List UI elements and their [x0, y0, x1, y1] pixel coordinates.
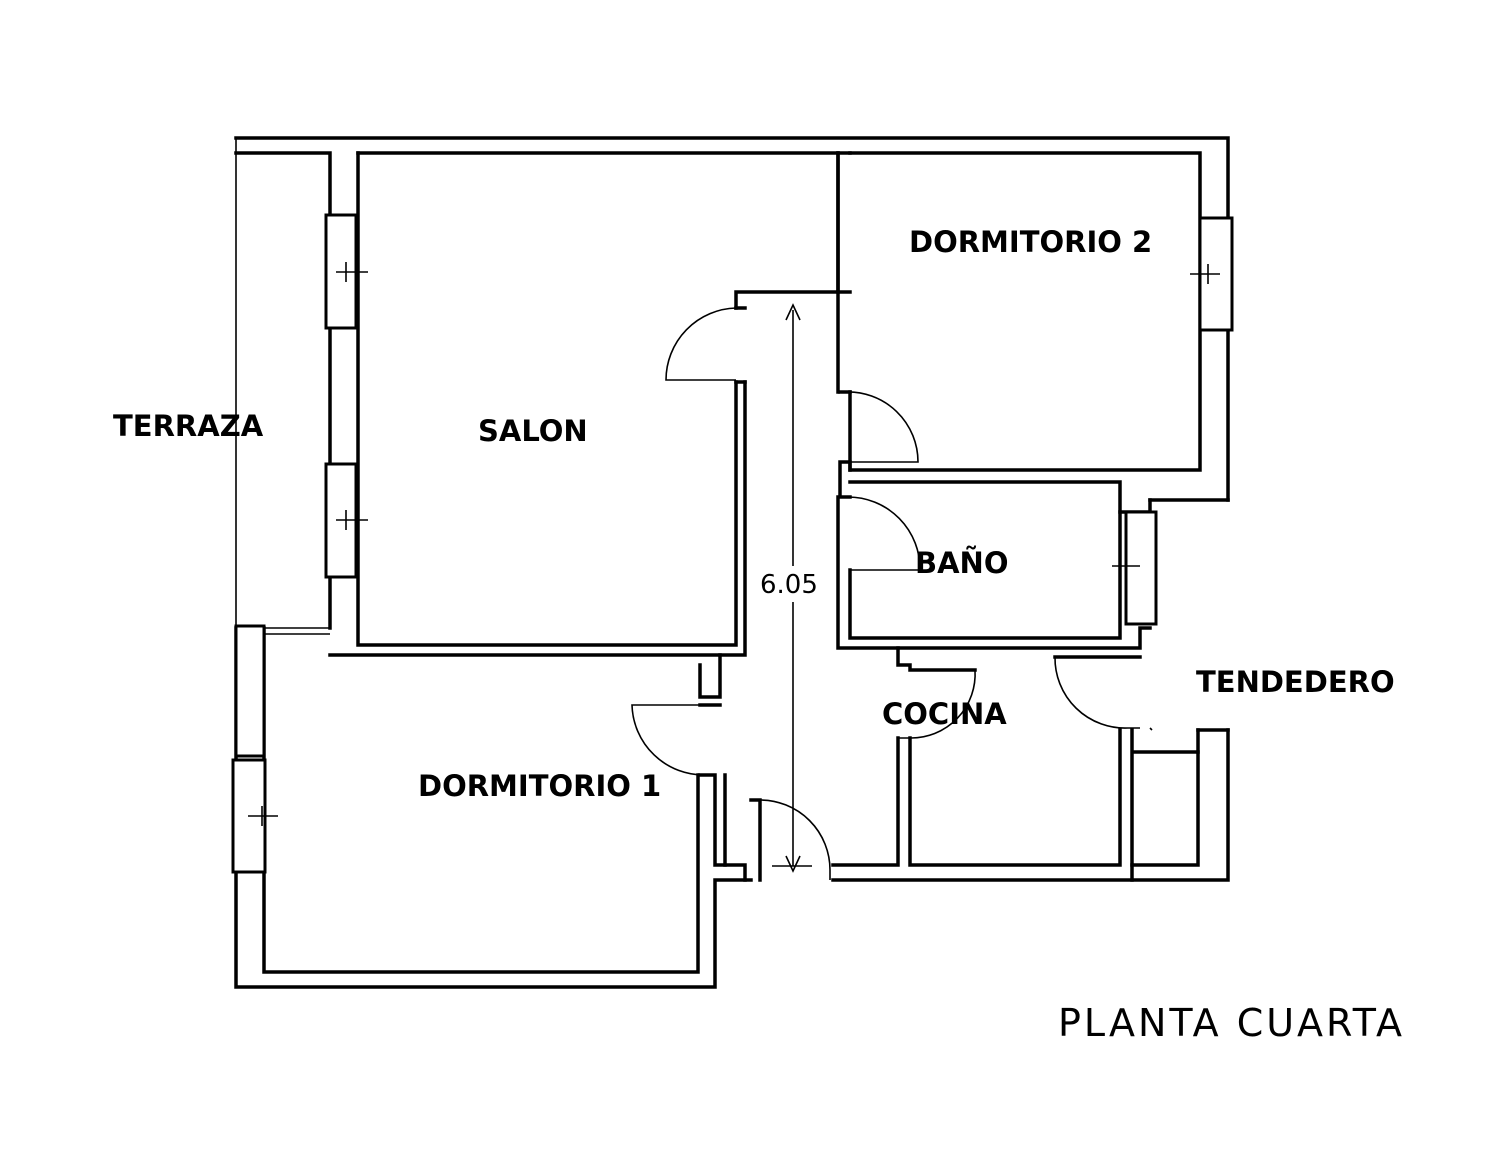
label-dormitorio-2: DORMITORIO 2	[909, 225, 1152, 259]
bano-walls	[836, 480, 1230, 650]
plan-title: PLANTA CUARTA	[1058, 1001, 1405, 1045]
label-dormitorio-1: DORMITORIO 1	[418, 769, 661, 803]
window-salon-bottom	[324, 462, 368, 579]
door-dormitorio-1	[631, 703, 722, 776]
label-salon: SALON	[478, 414, 588, 448]
door-bano	[847, 496, 921, 571]
label-cocina: COCINA	[882, 697, 1007, 731]
door-dormitorio-2	[844, 391, 919, 463]
window-dormitorio-1	[231, 758, 278, 874]
door-cocina	[898, 669, 976, 739]
window-salon-top	[324, 213, 368, 330]
door-entrance	[759, 799, 831, 880]
door-salon	[665, 306, 747, 381]
cocina-walls	[831, 646, 1230, 882]
door-tendedero	[1054, 656, 1153, 731]
terrace-glazing	[234, 624, 330, 758]
window-bano	[1112, 510, 1158, 626]
outer-walls	[234, 136, 1230, 989]
dimension-line	[756, 303, 828, 873]
corridor-walls	[698, 653, 762, 882]
label-bano: BAÑO	[915, 546, 1008, 580]
label-terraza: TERRAZA	[113, 409, 264, 443]
label-tendedero: TENDEDERO	[1196, 665, 1395, 699]
dimension-label: 6.05	[760, 570, 818, 600]
dormitorio-2-walls	[836, 151, 1202, 499]
window-dormitorio-2	[1190, 216, 1234, 332]
